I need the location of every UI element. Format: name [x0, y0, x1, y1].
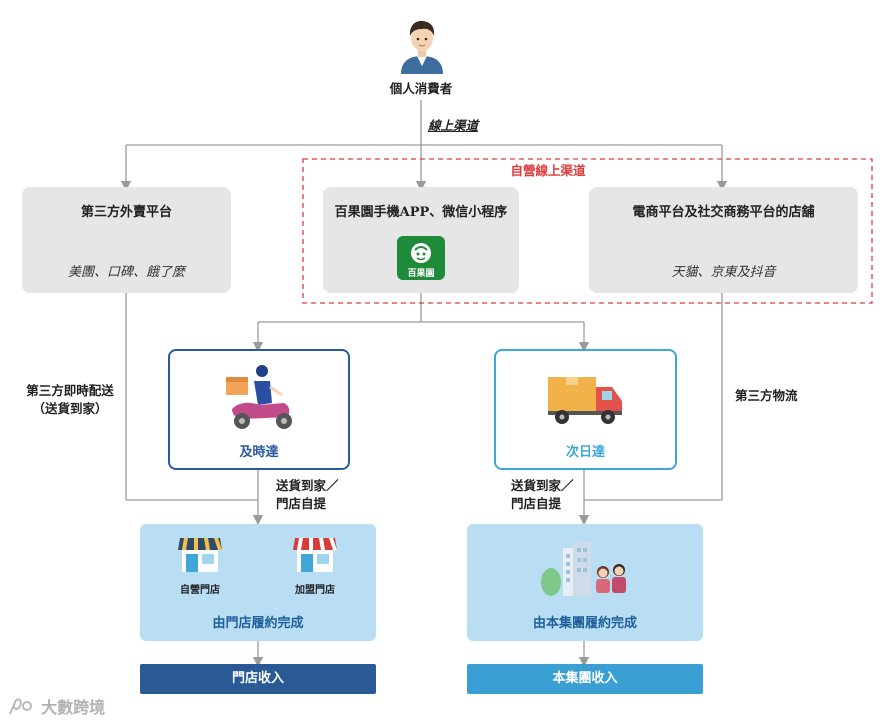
- own-store-icon: [178, 534, 222, 574]
- third-party-logistics-label: 第三方物流: [735, 388, 798, 403]
- delivery-pickup-label-right: 送貨到家／ 門店自提: [511, 477, 574, 513]
- platform-title: 電商平台及社交商務平台的店舖: [632, 205, 815, 220]
- instant-delivery-box: 及時達: [168, 349, 350, 470]
- franchise-store-icon: [293, 534, 337, 574]
- group-revenue-bar: 本集團收入: [467, 664, 703, 694]
- consumer-avatar: [397, 14, 447, 74]
- building-people-icon: [537, 538, 633, 598]
- app-miniprogram-box: 百果園手機APP、微信小程序 百果園: [323, 187, 519, 293]
- delivery-pickup-line1: 送貨到家／: [276, 478, 339, 493]
- truck-icon: [546, 371, 626, 427]
- instant-delivery-line1: 第三方即時配送: [26, 383, 114, 398]
- group-fulfillment-box: 由本集團履約完成: [467, 524, 703, 641]
- franchise-store-label: 加盟門店: [295, 585, 335, 596]
- platform-title: 第三方外賣平台: [80, 205, 172, 220]
- scooter-icon: [222, 363, 298, 433]
- delivery-pickup-line2: 門店自提: [511, 496, 562, 511]
- delivery-label: 及時達: [239, 445, 279, 460]
- next-day-delivery-box: 次日達: [494, 349, 677, 470]
- watermark: 大數跨境: [8, 694, 105, 718]
- delivery-pickup-line2: 門店自提: [276, 496, 327, 511]
- self-operated-label: 自營線上渠道: [510, 163, 586, 178]
- delivery-pickup-label-left: 送貨到家／ 門店自提: [276, 477, 339, 513]
- platform-examples: 天貓、京東及抖音: [671, 265, 776, 280]
- store-fulfillment-box: 自營門店 加盟門店 由門店履約完成: [140, 524, 376, 641]
- delivery-label: 次日達: [565, 445, 605, 460]
- platform-title: 百果園手機APP、微信小程序: [334, 205, 508, 220]
- consumer-label: 個人消費者: [389, 81, 453, 96]
- delivery-pickup-line1: 送貨到家／: [511, 478, 574, 493]
- store-revenue-bar: 門店收入: [140, 664, 376, 694]
- watermark-text: 大數跨境: [41, 698, 106, 717]
- fulfillment-label: 由本集團履約完成: [532, 616, 637, 631]
- online-channel-label: 線上渠道: [428, 118, 479, 133]
- ecommerce-platform-box: 電商平台及社交商務平台的店舖 天貓、京東及抖音: [589, 187, 858, 293]
- watermark-logo-icon: [8, 696, 36, 716]
- fulfillment-label: 由門店履約完成: [212, 616, 304, 631]
- instant-delivery-line2: （送貨到家）: [32, 401, 108, 416]
- app-icon-text: 百果園: [407, 269, 435, 279]
- third-party-delivery-platform-box: 第三方外賣平台 美團、口碑、餓了麼: [22, 187, 231, 293]
- instant-delivery-label: 第三方即時配送 （送貨到家）: [20, 382, 120, 418]
- own-store-label: 自營門店: [180, 585, 220, 596]
- app-icon: 百果園: [397, 236, 445, 280]
- platform-examples: 美團、口碑、餓了麼: [67, 265, 185, 280]
